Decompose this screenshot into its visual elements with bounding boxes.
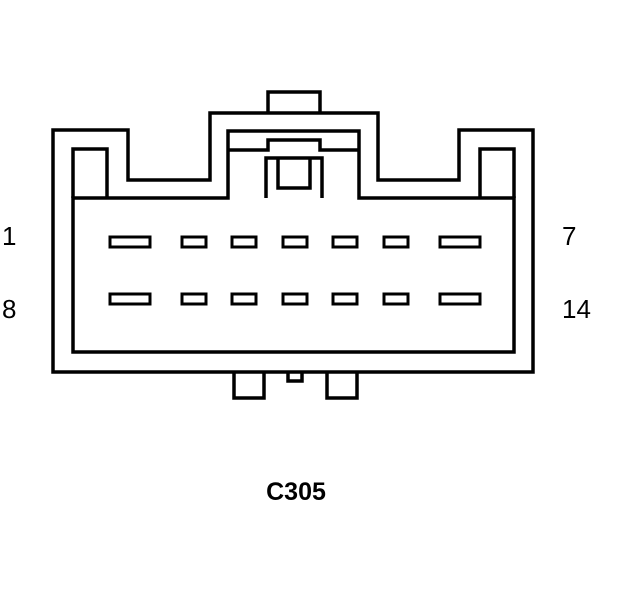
row2-first-pin-label: 8 bbox=[2, 294, 16, 324]
pin-cavity-2 bbox=[180, 235, 208, 249]
row2-last-pin-label: 14 bbox=[562, 294, 591, 324]
bottom-left-tab bbox=[232, 372, 266, 400]
pin-cavity-11 bbox=[281, 292, 309, 306]
bottom-key-nub bbox=[286, 372, 304, 383]
pin-cavity-10 bbox=[230, 292, 258, 306]
top-latch-tab bbox=[266, 90, 322, 113]
right-ear bbox=[478, 147, 516, 198]
left-ear bbox=[71, 147, 109, 198]
connector-housing bbox=[51, 90, 535, 400]
pin-cavity-14 bbox=[438, 292, 482, 306]
pin-cavity-9 bbox=[180, 292, 208, 306]
latch-outer-slot bbox=[264, 156, 324, 198]
bottom-right-tab bbox=[325, 372, 359, 400]
pin-cavity-8 bbox=[108, 292, 152, 306]
pin-cavities bbox=[108, 235, 482, 306]
row1-first-pin-label: 1 bbox=[2, 221, 16, 251]
row1-last-pin-label: 7 bbox=[562, 221, 576, 251]
pin-cavity-7 bbox=[438, 235, 482, 249]
pin-cavity-12 bbox=[331, 292, 359, 306]
inner-face bbox=[71, 129, 516, 354]
pin-cavity-4 bbox=[281, 235, 309, 249]
latch-stepped-rail bbox=[228, 138, 359, 152]
pin-cavity-3 bbox=[230, 235, 258, 249]
outer-shell bbox=[51, 111, 535, 374]
pin-cavity-1 bbox=[108, 235, 152, 249]
pin-cavity-13 bbox=[382, 292, 410, 306]
pin-cavity-6 bbox=[382, 235, 410, 249]
latch-inner-slot bbox=[276, 158, 312, 190]
connector-id-label: C305 bbox=[266, 478, 326, 506]
pin-cavity-5 bbox=[331, 235, 359, 249]
